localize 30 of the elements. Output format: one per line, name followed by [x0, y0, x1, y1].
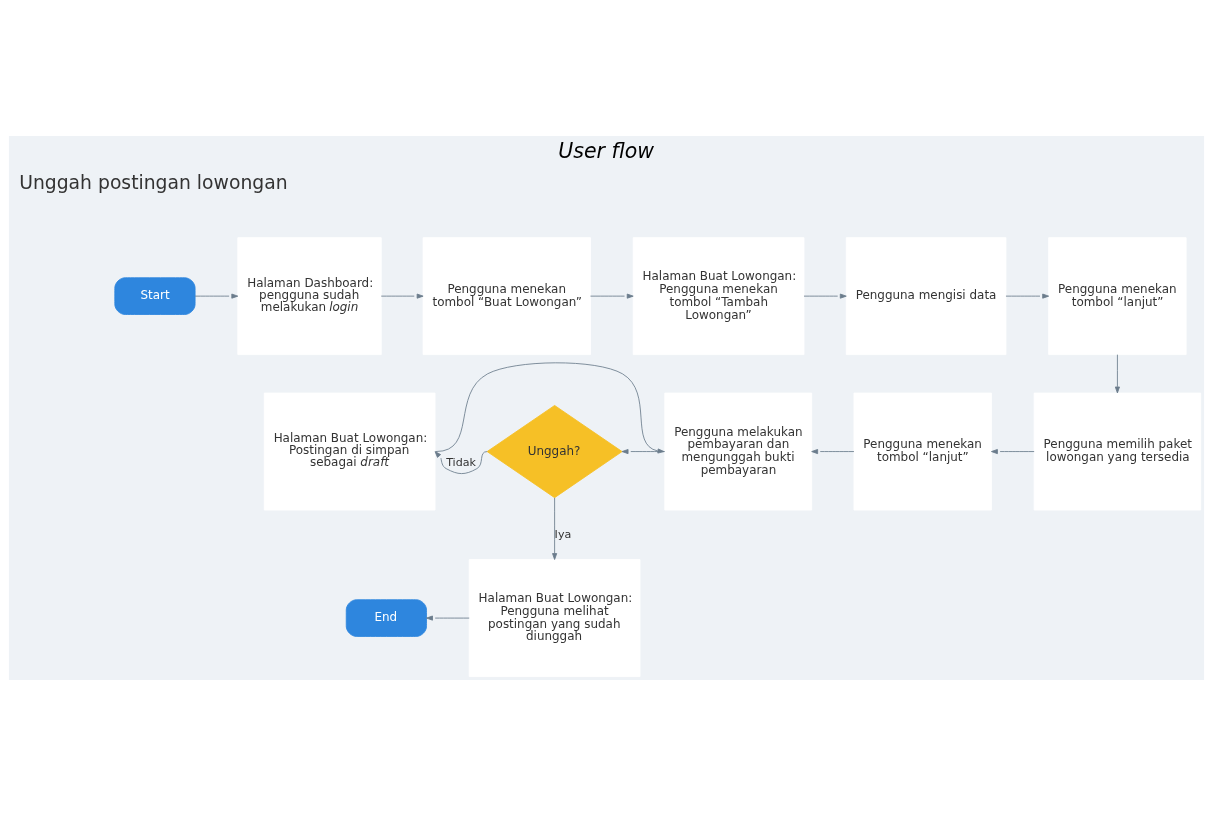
- arrow: [811, 449, 855, 455]
- node-diamond: Unggah?: [486, 405, 623, 499]
- node-box: Pengguna menekan tombol “lanjut”: [1048, 237, 1187, 356]
- node-box: Start: [114, 277, 196, 315]
- node-box: Pengguna memilih paket lowongan yang tersedia: [1033, 392, 1202, 511]
- arrow: [991, 449, 1035, 455]
- node-box: Pengguna menekan tombol “lanjut”: [853, 392, 992, 511]
- diagram-title: User flow: [558, 139, 654, 164]
- node-box: End: [345, 599, 427, 637]
- node-box: Halaman Dashboard: pengguna sudah melakukan login: [237, 237, 382, 356]
- arrow: [194, 293, 239, 299]
- node-box: Pengguna menekan tombol “Buat Lowongan”: [422, 237, 591, 356]
- arrow: [1005, 293, 1050, 299]
- arrow: [435, 362, 665, 454]
- arrow: [434, 451, 488, 475]
- label: Unggah postingan lowongan: [19, 171, 288, 193]
- arrow: [552, 497, 558, 560]
- node-box: Halaman Buat Lowongan: Pengguna melihat postingan yang sudah diunggah: [468, 559, 641, 677]
- arrow: [426, 615, 470, 621]
- arrow: [803, 293, 847, 299]
- arrow: [590, 293, 634, 299]
- arrow: [1114, 354, 1120, 394]
- node-box: Pengguna mengisi data: [845, 237, 1007, 356]
- arrow: [380, 293, 424, 299]
- arrow: [621, 449, 666, 455]
- node-box: Pengguna melakukan pembayaran dan mengunggah bukti pembayaran: [664, 392, 813, 511]
- node-box: Halaman Buat Lowongan: Postingan di simpan sebagai draft: [263, 392, 436, 511]
- edge-label: Tidak: [446, 455, 476, 469]
- edge-label: Iya: [554, 527, 572, 541]
- node-box: Halaman Buat Lowongan: Pengguna menekan tombol “Tambah Lowongan”: [632, 237, 805, 356]
